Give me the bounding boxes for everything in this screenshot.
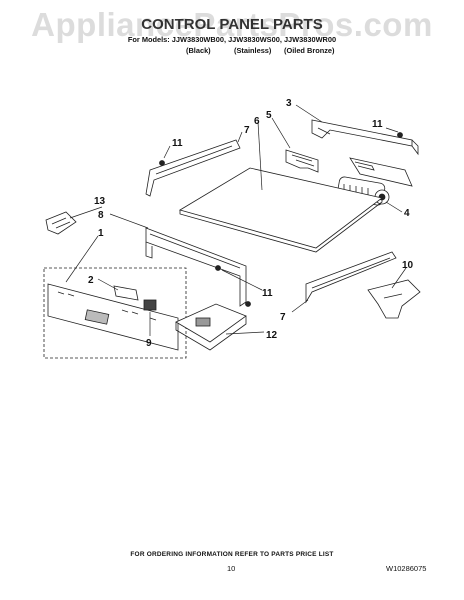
part-screw-11a xyxy=(397,132,403,138)
callout-2: 2 xyxy=(88,275,94,286)
callout-12: 12 xyxy=(266,330,278,341)
callout-11-a: 11 xyxy=(172,138,183,149)
watermark: AppliancePartsPros.com xyxy=(31,6,433,43)
part-board-2 xyxy=(113,285,139,301)
part-control-board-12 xyxy=(175,303,247,351)
callout-11-b: 11 xyxy=(372,119,383,130)
callout-3: 3 xyxy=(286,98,292,109)
callout-7-a: 7 xyxy=(244,125,250,136)
callout-labels: 3 11 7 6 5 11 13 8 4 1 11 10 2 7 12 9 xyxy=(88,98,414,349)
part-bracket-3 xyxy=(311,119,419,156)
part-screw-11b xyxy=(159,160,165,166)
part-keypad-9 xyxy=(143,299,157,311)
document-number: W10286075 xyxy=(386,564,427,573)
page-number: 10 xyxy=(227,564,236,573)
ordering-note: FOR ORDERING INFORMATION REFER TO PARTS … xyxy=(130,551,334,558)
callout-7-b: 7 xyxy=(280,312,286,323)
part-plate-6 xyxy=(178,167,383,253)
part-screw-11c xyxy=(215,265,251,307)
callout-5: 5 xyxy=(266,110,272,121)
finish-stainless: (Stainless) xyxy=(234,46,272,55)
callout-6: 6 xyxy=(254,116,260,127)
page-title: CONTROL PANEL PARTS xyxy=(141,16,323,33)
callout-13: 13 xyxy=(94,196,106,207)
part-trim-7b xyxy=(305,251,397,304)
callout-4: 4 xyxy=(404,208,410,219)
finish-black: (Black) xyxy=(186,46,211,55)
callout-1: 1 xyxy=(98,228,104,239)
models-line: For Models: JJW3830WB00, JJW3830WS00, JJ… xyxy=(127,35,337,44)
part-bracket-5 xyxy=(285,149,319,173)
callout-9: 9 xyxy=(146,338,152,349)
callout-10: 10 xyxy=(402,260,414,271)
part-trim-8 xyxy=(145,227,247,307)
part-bracket-10 xyxy=(367,279,421,319)
part-clip-13 xyxy=(45,211,77,235)
callout-11-c: 11 xyxy=(262,288,273,299)
callout-8: 8 xyxy=(98,210,104,221)
finish-bronze: (Oiled Bronze) xyxy=(284,46,335,55)
part-control-panel-1 xyxy=(43,267,187,359)
part-trim-7a xyxy=(145,139,241,197)
leader-lines xyxy=(65,104,407,336)
